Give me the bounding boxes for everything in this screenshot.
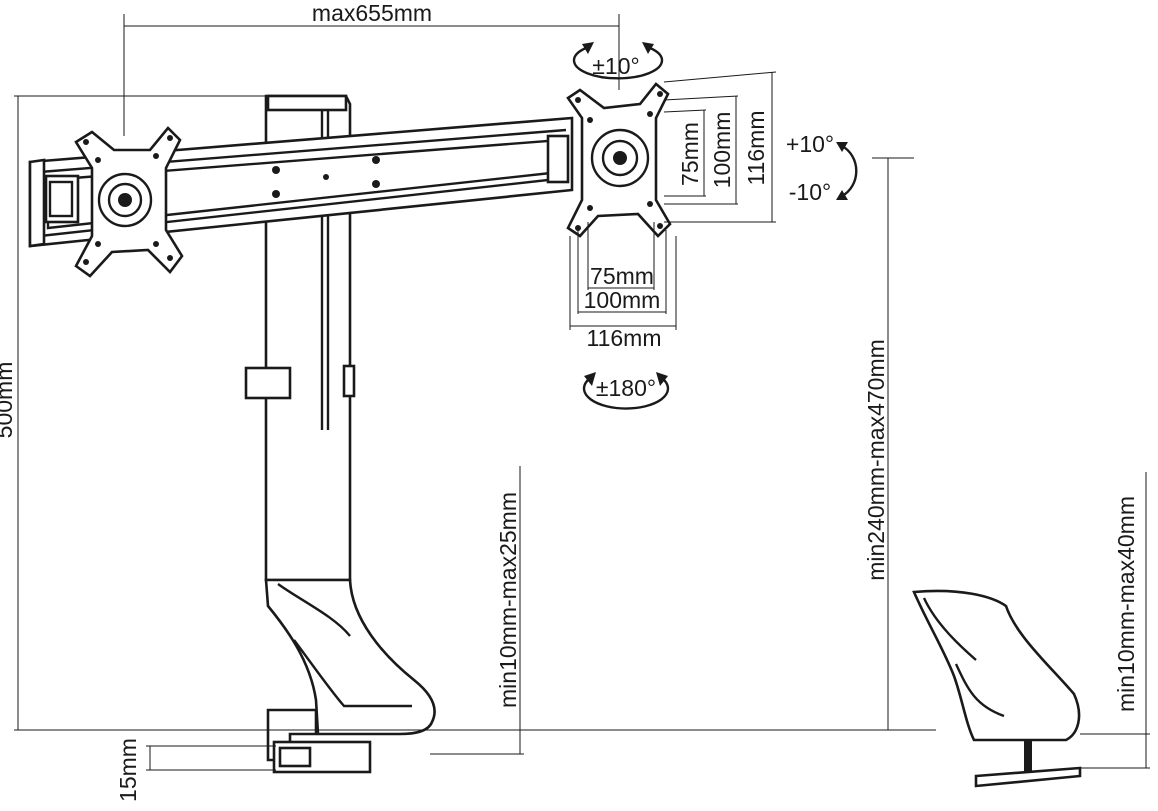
height-range-label: min240mm-max470mm: [863, 339, 889, 581]
total-height-label: 500mm: [0, 362, 17, 439]
side-tilt-indicator: +10° -10°: [786, 131, 858, 205]
left-vesa-plate: [74, 126, 184, 278]
vesa-75-horizontal-label: 75mm: [590, 263, 654, 289]
base-thickness-label: 15mm: [115, 738, 141, 802]
base-thickness-dimension: 15mm: [115, 738, 276, 802]
tilt-top-label: ±10°: [592, 53, 639, 79]
tilt-top-indicator: ±10°: [572, 42, 664, 80]
vesa-100-vertical-label: 100mm: [709, 112, 735, 189]
vesa-vertical-dimensions: 75mm 100mm 116mm: [663, 71, 777, 223]
right-vesa-plate: [566, 82, 672, 238]
rotation-label: ±180°: [596, 375, 656, 401]
max-width-label: max655mm: [312, 0, 432, 26]
clamp-range-dimension-a: min10mm-max25mm: [430, 466, 524, 755]
vesa-100-horizontal-label: 100mm: [584, 287, 661, 313]
grommet-base: [912, 589, 1150, 788]
tilt-minus-label: -10°: [789, 179, 831, 205]
vesa-116-horizontal-label: 116mm: [587, 325, 662, 351]
base-clamp: [264, 578, 436, 774]
max-width-dimension: max655mm: [123, 0, 620, 136]
clamp-range-b-label: min10mm-max40mm: [1113, 496, 1139, 712]
rotation-indicator: ±180°: [582, 372, 670, 410]
tilt-plus-label: +10°: [786, 131, 834, 157]
vesa-75-vertical-label: 75mm: [677, 122, 703, 186]
clamp-range-dimension-b: min10mm-max40mm: [1113, 472, 1147, 768]
vesa-116-vertical-label: 116mm: [743, 111, 769, 186]
vesa-horizontal-dimensions: 75mm 100mm 116mm: [569, 222, 677, 351]
height-range-dimension: min240mm-max470mm: [863, 157, 914, 730]
clamp-range-a-label: min10mm-max25mm: [495, 492, 521, 708]
